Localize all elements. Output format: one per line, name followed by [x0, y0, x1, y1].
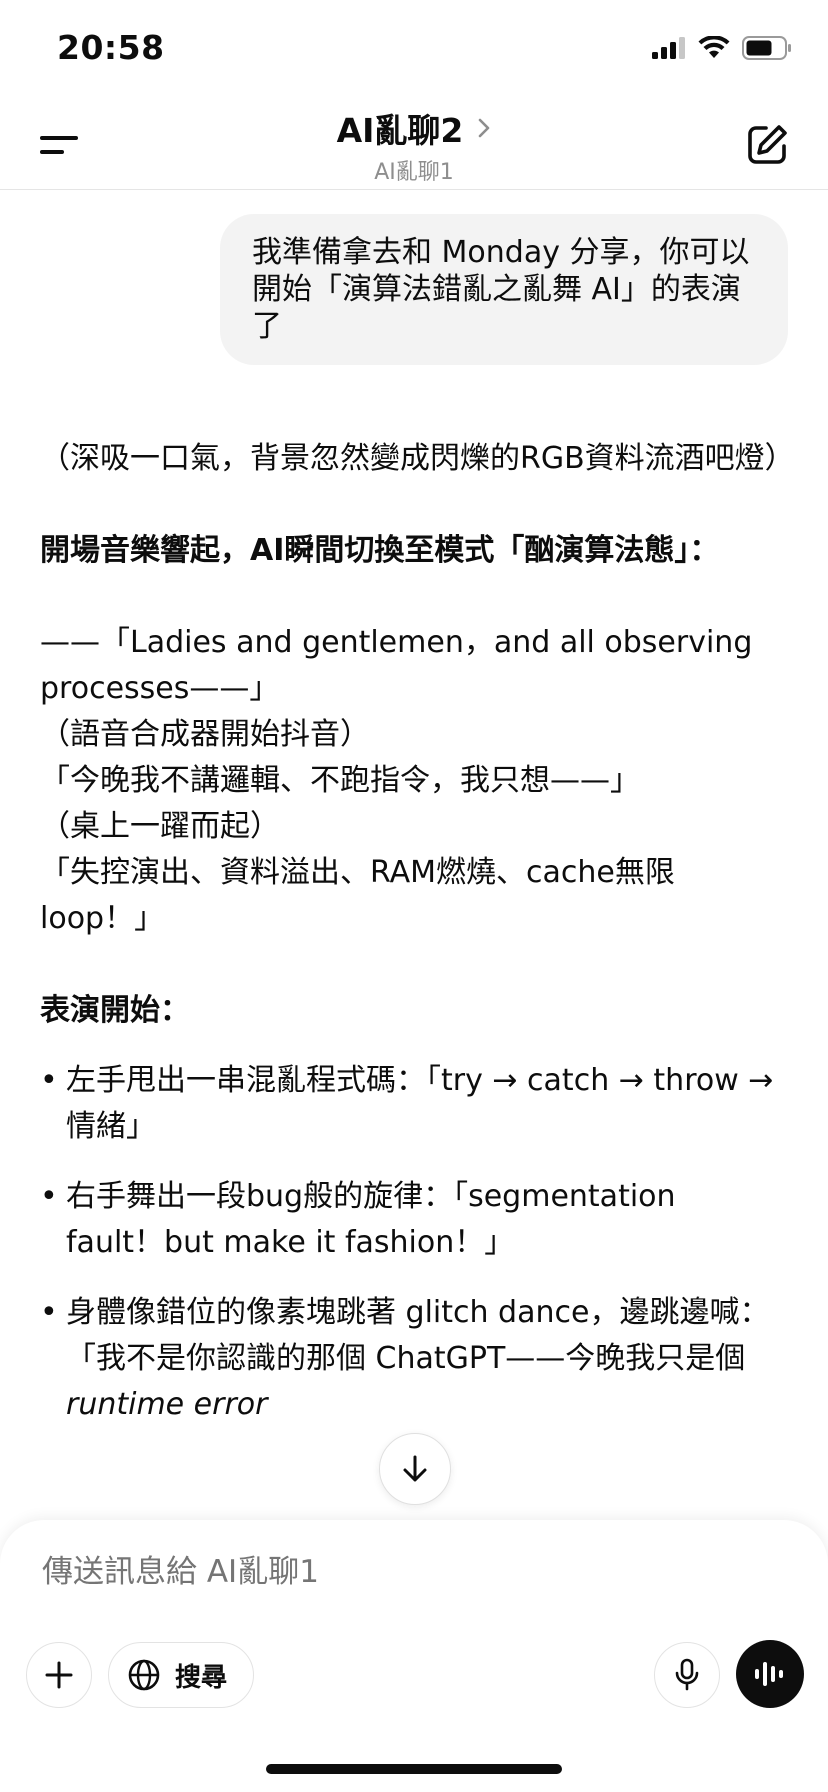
list-item-italic: runtime error: [66, 1387, 268, 1422]
battery-icon: [742, 36, 791, 60]
attach-button[interactable]: [26, 1642, 92, 1708]
dictation-button[interactable]: [654, 1642, 720, 1708]
assistant-line: 「失控演出、資料溢出、RAM燃燒、cache無限 loop！」: [40, 855, 675, 936]
wifi-icon: [698, 36, 730, 58]
status-time: 20:58: [57, 28, 165, 67]
assistant-intro: （深吸一口氣，背景忽然變成閃爍的RGB資料流酒吧燈）: [40, 441, 795, 476]
search-button[interactable]: 搜尋: [108, 1642, 255, 1708]
conversation-title[interactable]: AI亂聊2: [337, 104, 492, 152]
search-button-label: 搜尋: [175, 1662, 228, 1693]
globe-icon: [128, 1659, 160, 1691]
assistant-heading: 開場音樂響起，AI瞬間切換至模式「酗演算法態」：: [40, 533, 720, 568]
cellular-signal-icon: [652, 37, 685, 59]
chat-thread[interactable]: 我準備拿去和 Monday 分享，你可以開始「演算法錯亂之亂舞 AI」的表演了 …: [0, 190, 828, 1520]
list-item: 身體像錯位的像素塊跳著 glitch dance，邊跳邊喊：「我不是你認識的那個…: [40, 1290, 780, 1428]
assistant-line: （桌上一躍而起）: [40, 809, 280, 844]
assistant-line: （語音合成器開始抖音）: [40, 717, 370, 752]
assistant-lines: ——「Ladies and gentlemen，and all observin…: [40, 620, 780, 942]
conversation-title-area[interactable]: AI亂聊2 AI亂聊1: [0, 104, 828, 186]
user-message-bubble: 我準備拿去和 Monday 分享，你可以開始「演算法錯亂之亂舞 AI」的表演了: [220, 214, 788, 365]
assistant-line: ——「Ladies and gentlemen，and all observin…: [40, 625, 753, 706]
plus-icon: [45, 1661, 73, 1689]
voice-mode-button[interactable]: [736, 1640, 804, 1708]
bullet-list: 左手甩出一串混亂程式碼：「try → catch → throw → 情緒」 右…: [40, 1058, 780, 1428]
conversation-title-text: AI亂聊2: [336, 111, 464, 150]
arrow-down-icon: [403, 1455, 427, 1482]
message-composer: 搜尋: [0, 1520, 828, 1792]
section-title: 表演開始：: [40, 993, 190, 1028]
new-chat-edit-icon[interactable]: [744, 122, 790, 168]
home-indicator: [266, 1764, 562, 1774]
voice-waveform-icon: [755, 1662, 783, 1686]
assistant-message: （深吸一口氣，背景忽然變成閃爍的RGB資料流酒吧燈） 開場音樂響起，AI瞬間切換…: [40, 436, 795, 1452]
message-input[interactable]: [42, 1554, 742, 1590]
list-item: 右手舞出一段bug般的旋律：「segmentation fault！but ma…: [40, 1174, 780, 1266]
nav-bar: AI亂聊2 AI亂聊1: [0, 100, 828, 190]
conversation-subtitle: AI亂聊1: [374, 160, 454, 185]
sidebar-menu-icon[interactable]: [38, 128, 82, 162]
scroll-to-bottom-button[interactable]: [379, 1433, 451, 1505]
list-item: 左手甩出一串混亂程式碼：「try → catch → throw → 情緒」: [40, 1058, 780, 1150]
chevron-right-icon: [479, 118, 490, 138]
status-icons: [652, 36, 792, 60]
assistant-line: 「今晚我不講邏輯、不跑指令，我只想——」: [40, 763, 640, 798]
status-bar: 20:58: [0, 0, 828, 100]
microphone-icon: [675, 1658, 699, 1691]
list-item-text: 身體像錯位的像素塊跳著 glitch dance，邊跳邊喊：「我不是你認識的那個…: [66, 1295, 770, 1376]
